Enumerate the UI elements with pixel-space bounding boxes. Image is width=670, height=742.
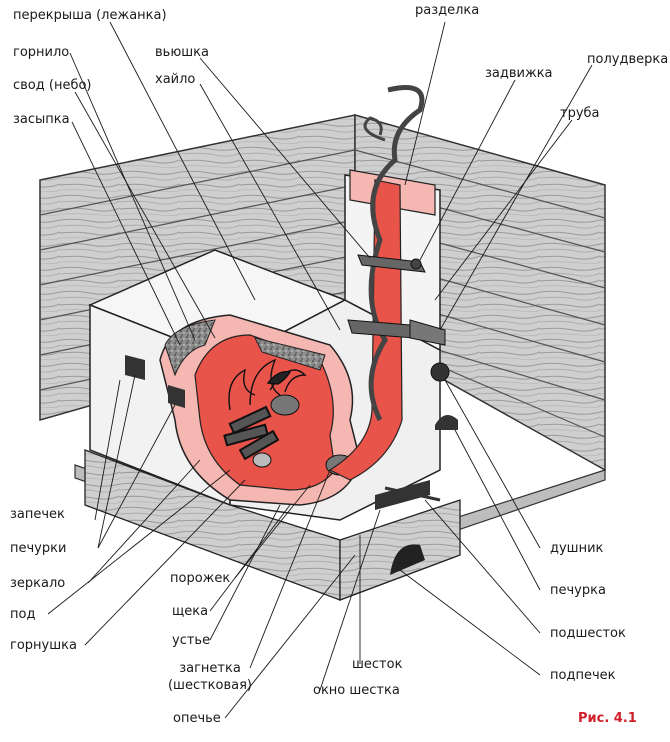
pot-1 [270,394,300,416]
label-truba: труба [560,106,600,121]
label-shcheka: щека [172,604,209,619]
label-shestok: шесток [352,657,403,672]
label-zagnetka-2: (шестковая) [167,678,252,693]
label-pod: под [10,607,36,622]
label-zapechek: запечек [10,507,65,522]
smoke [368,85,425,422]
poludverka-bracket [409,319,446,346]
zasypka-fill [164,319,216,377]
firewood [223,405,280,461]
dushnik-hole [430,362,450,382]
label-ustye: устье [172,633,211,648]
label-podshestok: подшесток [550,626,626,641]
label-pechurka: печурка [550,583,606,598]
flue-channel [328,179,403,481]
okno-shestka [375,480,430,510]
label-zerkalo: зеркало [10,576,66,591]
label-okno-shestka: окно шестка [313,683,400,698]
zadvizhka-plate [357,254,426,273]
pechurka-left-2 [168,385,185,408]
label-podpechek: подпечек [550,668,616,683]
pechurka-left-1 [125,355,145,380]
label-opechye: опечье [173,711,221,726]
label-razdelka: разделка [415,3,480,18]
leader-lines [47,21,593,719]
label-porozhek: порожек [170,571,231,586]
label-zasypka: засыпка [13,112,70,127]
smoke-curl [363,116,386,142]
label-zagnetka-1: загнетка [179,661,241,676]
podpechek-arch [390,544,425,575]
label-khaylo: хайло [155,72,196,87]
poker [384,486,441,502]
pechurka-right [435,415,458,430]
label-zadvizhka: задвижка [485,66,553,81]
label-pechurki: печурки [10,541,67,556]
label-vyushka: вьюшка [155,45,209,60]
zadvizhka-handle [410,258,422,270]
flames [228,358,307,411]
label-gornilo: горнило [13,45,70,60]
pot-3 [252,452,272,468]
label-perekrysha: перекрыша (лежанка) [13,8,167,23]
label-dushnik: душник [550,541,604,556]
zasypka-fill-2 [254,337,326,371]
label-svod: свод (небо) [13,78,92,93]
figure-caption: Рис. 4.1 [578,711,637,726]
label-poludverka: полудверка [587,52,669,67]
label-gornushka: горнушка [10,638,77,653]
